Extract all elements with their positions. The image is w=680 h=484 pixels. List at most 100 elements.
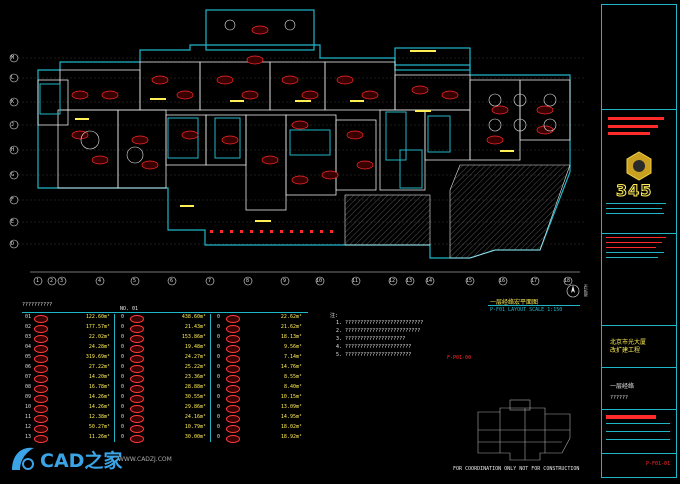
cad-logo-icon bbox=[12, 447, 34, 470]
grid-number: 16 bbox=[499, 278, 506, 284]
grid-letter: J bbox=[11, 122, 15, 128]
north-arrow: NORTH bbox=[566, 283, 589, 299]
legend-col-label: NO. 01 bbox=[120, 306, 139, 312]
watermark-url: WWW.CADZJ.COM bbox=[118, 456, 172, 463]
sheet-label: ?????? bbox=[610, 395, 629, 401]
grid-letter: G bbox=[11, 172, 15, 178]
watermark: CAD之家 WWW.CADZJ.COM bbox=[8, 442, 178, 480]
room-tag-icon bbox=[34, 315, 48, 323]
grid-number: 3 bbox=[60, 278, 64, 284]
grid-number: 9 bbox=[283, 278, 287, 284]
room-tag-icon bbox=[226, 355, 240, 363]
cad-drawing-canvas[interactable]: M L K J H G F E D 1 2 3 4 5 6 7 8 9 10 1… bbox=[0, 0, 600, 484]
room-tag-icon bbox=[34, 355, 48, 363]
plan-subtitle: P-F01 LAYOUT SCALE 1:150 bbox=[490, 307, 563, 313]
room-tag-icon bbox=[34, 385, 48, 393]
room-tag-icon bbox=[226, 395, 240, 403]
grid-letter: D bbox=[11, 241, 15, 247]
room-tag-icon bbox=[130, 325, 144, 333]
room-tag-icon bbox=[226, 385, 240, 393]
reference-code: F-P01-00 bbox=[447, 355, 472, 361]
logo-emblem-icon bbox=[626, 151, 652, 181]
room-tag-icon bbox=[34, 345, 48, 353]
grid-number: 14 bbox=[426, 278, 433, 284]
room-tag-icon bbox=[226, 435, 240, 443]
grid-number: 4 bbox=[98, 278, 102, 284]
grid-letter: F bbox=[11, 197, 15, 203]
plan-title: 一层经络宏平面图 bbox=[490, 299, 539, 306]
address-info bbox=[606, 237, 670, 277]
drawing-number: P-F01-01 bbox=[646, 461, 671, 467]
room-tag-icon bbox=[226, 415, 240, 423]
note-item: 1. ?????????????????????????? bbox=[336, 320, 424, 326]
room-tag-icon bbox=[226, 375, 240, 383]
drawing-notes: 注: 1. ?????????????????????????? 2. ????… bbox=[330, 312, 480, 362]
coordination-disclaimer: FOR COORDINATION ONLY NOT FOR CONSTRUCTI… bbox=[453, 466, 580, 472]
note-item: 3. ???????????????????? bbox=[336, 336, 406, 342]
grid-letter: K bbox=[11, 99, 15, 105]
room-tag-icon bbox=[34, 325, 48, 333]
company-info bbox=[606, 203, 670, 227]
approval-table bbox=[606, 413, 670, 449]
room-tag-icon bbox=[130, 435, 144, 443]
grid-number: 8 bbox=[246, 278, 250, 284]
grid-number: 12 bbox=[389, 278, 396, 284]
grid-number: 6 bbox=[170, 278, 174, 284]
room-tag-icon bbox=[34, 375, 48, 383]
room-tag-icon bbox=[226, 315, 240, 323]
room-tag-icon bbox=[34, 335, 48, 343]
room-tag-icon bbox=[130, 335, 144, 343]
room-tag-icon bbox=[130, 375, 144, 383]
drawing-name: 一层经络 bbox=[610, 383, 635, 390]
floor-plan bbox=[9, 9, 585, 286]
north-arrow-icon bbox=[566, 284, 580, 298]
grid-letter: E bbox=[11, 219, 15, 225]
grid-number: 11 bbox=[352, 278, 359, 284]
key-plan bbox=[477, 399, 571, 461]
grid-number: 5 bbox=[133, 278, 137, 284]
room-tag-icon bbox=[226, 325, 240, 333]
title-block: 345 北京市光大厦 改扩建工程 一层经络 ?????? P-F01-01 bbox=[601, 4, 677, 478]
grid-letter: L bbox=[11, 75, 15, 81]
note-item: 5. ?????????????????????? bbox=[336, 352, 412, 358]
note-item: 4. ?????????????????????? bbox=[336, 344, 412, 350]
room-tag-icon bbox=[34, 395, 48, 403]
room-tag-icon bbox=[130, 415, 144, 423]
north-label: NORTH bbox=[583, 284, 589, 297]
room-tag-icon bbox=[130, 405, 144, 413]
redacted-text bbox=[608, 117, 664, 120]
room-tag-icon bbox=[34, 415, 48, 423]
room-tag-icon bbox=[130, 395, 144, 403]
room-tag-icon bbox=[130, 345, 144, 353]
company-logo bbox=[624, 151, 654, 181]
grid-number: 1 bbox=[36, 278, 40, 284]
